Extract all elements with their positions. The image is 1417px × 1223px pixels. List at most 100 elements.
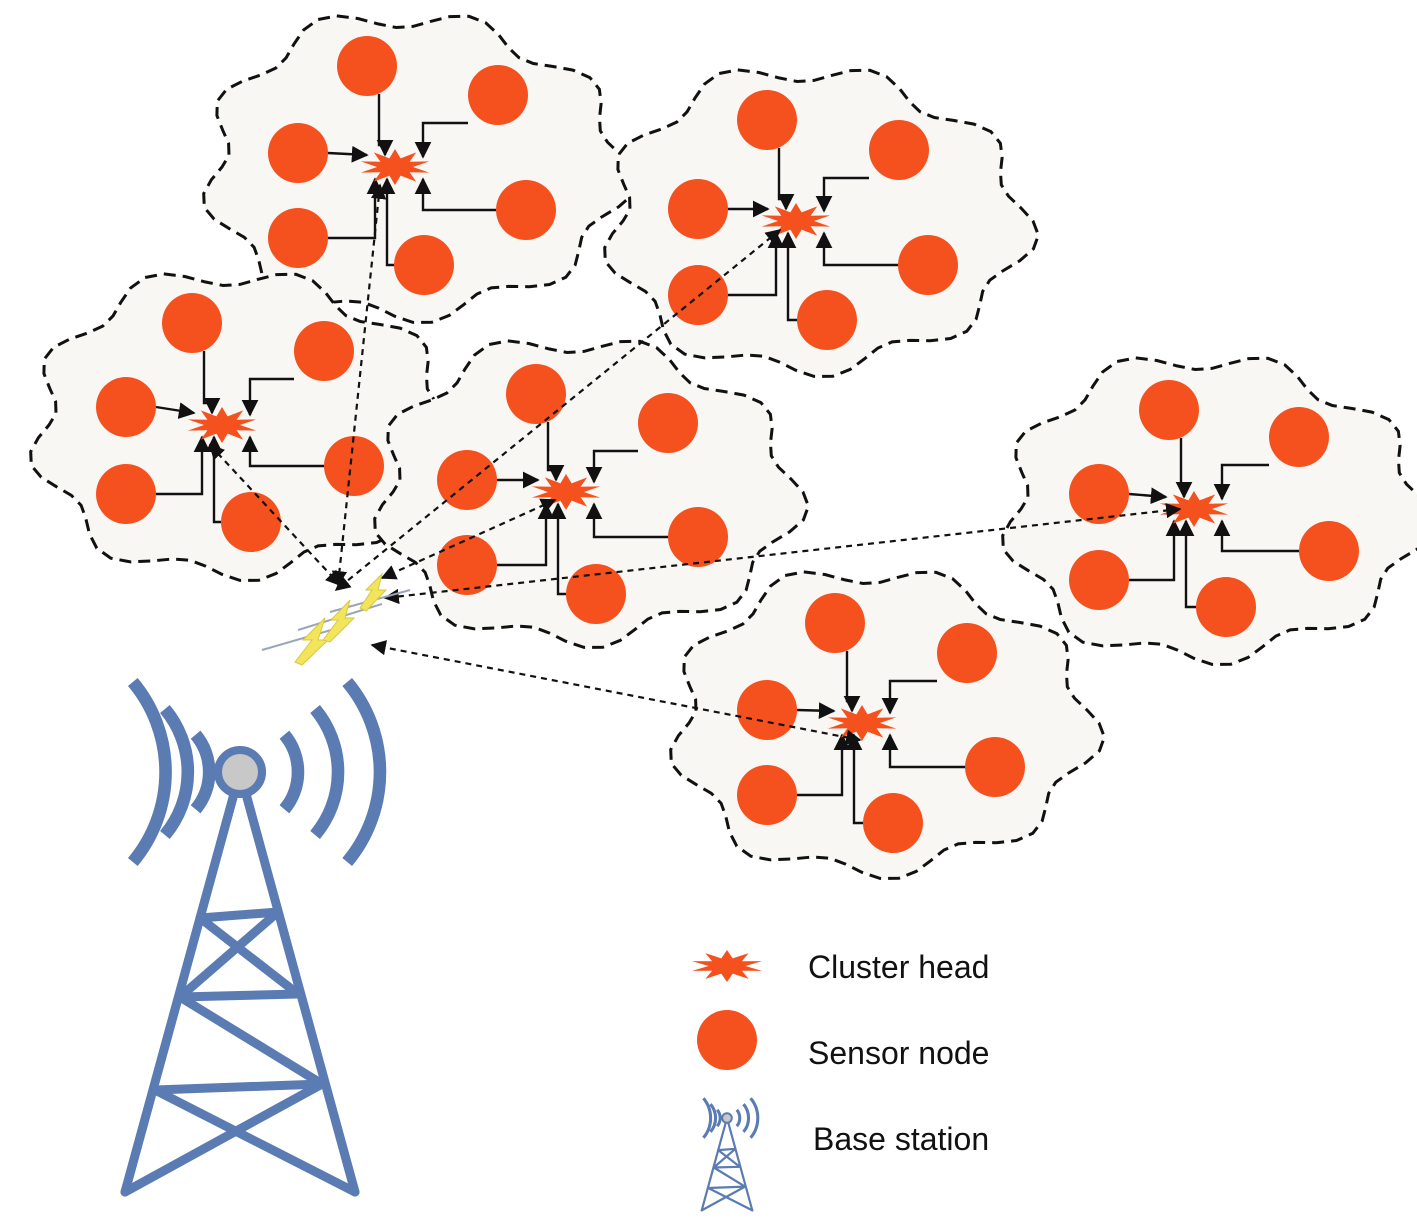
sensor-node (797, 290, 857, 350)
cluster-head (360, 149, 430, 185)
tower-leg (235, 767, 360, 1197)
signal-arc (749, 1097, 760, 1139)
sensor-node (337, 36, 397, 96)
legend-cluster-head-icon (692, 950, 762, 982)
member-link-arrow (1175, 438, 1193, 499)
sensor-node (506, 364, 566, 424)
lightning-icon (359, 572, 388, 612)
tower-strut (700, 1185, 747, 1212)
legend-sensor-node-label: Sensor node (808, 1035, 989, 1071)
sensor-node (394, 235, 454, 295)
sensor-node (737, 680, 797, 740)
member-link-arrow (1128, 487, 1168, 505)
tower-leg (725, 1116, 754, 1212)
tower-strut (175, 907, 283, 1002)
sensor-node (1299, 521, 1359, 581)
signal-arc (742, 1103, 751, 1133)
sensor-node (668, 179, 728, 239)
signal-arc (342, 677, 387, 867)
sensor-node (221, 492, 281, 552)
tower-strut (150, 1079, 327, 1095)
sensor-node (1269, 407, 1329, 467)
sensor-node (737, 765, 797, 825)
sensor-node (668, 265, 728, 325)
sensor-node (294, 321, 354, 381)
sensor-node (96, 377, 156, 437)
signal-arc (159, 704, 195, 840)
starburst-icon (692, 950, 762, 982)
cluster (373, 339, 811, 649)
sensor-node (268, 208, 328, 268)
sensor-node (805, 593, 865, 653)
member-link-arrow (881, 733, 965, 769)
sensor-node (965, 737, 1025, 797)
member-link-arrow (155, 402, 196, 419)
signal-arc (279, 730, 305, 814)
member-link-arrow (241, 377, 294, 417)
cluster (1001, 356, 1417, 666)
cluster-head (187, 407, 257, 443)
tower-strut (175, 989, 303, 1002)
uplink-arrow (208, 443, 342, 587)
signal-layer (261, 572, 411, 666)
antenna-top (721, 1112, 733, 1124)
sensor-node (496, 180, 556, 240)
legend-base-station-icon (700, 1097, 760, 1212)
tower-leg (700, 1116, 729, 1212)
sensor-node (1069, 550, 1129, 610)
tower-strut (717, 1148, 741, 1168)
tower-strut (707, 1185, 747, 1190)
signal-arc (190, 730, 216, 814)
member-link-arrow (797, 733, 851, 797)
cluster (669, 570, 1107, 880)
tower-strut (712, 1165, 741, 1169)
legend-cluster-head-label: Cluster head (808, 949, 989, 985)
sensor-node (1196, 577, 1256, 637)
sensor-node (737, 90, 797, 150)
antenna-top (213, 745, 267, 799)
tower-strut (195, 913, 303, 999)
cluster (202, 14, 640, 324)
tower-strut (195, 907, 283, 923)
tower-strut (175, 992, 327, 1089)
member-link-arrow (327, 145, 369, 163)
tower-strut (712, 1166, 747, 1188)
sensor-node (898, 235, 958, 295)
lightning-icon (294, 617, 330, 666)
member-link-arrow (881, 679, 937, 715)
member-link-arrow (1177, 519, 1196, 609)
member-link-arrow (376, 94, 394, 157)
member-link-arrow (815, 176, 869, 213)
signal-arc (310, 704, 345, 840)
member-link-arrow (1213, 463, 1269, 501)
cluster (603, 68, 1041, 378)
sensor-node (162, 293, 222, 353)
lightning-icon (322, 599, 356, 643)
sensor-node (863, 793, 923, 853)
member-link-arrow (779, 231, 797, 322)
member-link-arrow (815, 231, 898, 267)
signal-arc (127, 677, 172, 867)
member-link-arrow (202, 351, 221, 415)
sensor-node (869, 120, 929, 180)
signal-arc (735, 1108, 742, 1128)
tower-strut (717, 1147, 737, 1152)
legend-sensor-node-icon (697, 1010, 757, 1070)
sensor-node (937, 623, 997, 683)
base-station-tower (120, 677, 387, 1197)
member-link-arrow (1213, 519, 1299, 553)
legend-base-station-label: Base station (813, 1121, 989, 1157)
uplink-arrow (370, 640, 862, 745)
member-link-arrow (777, 148, 795, 211)
sensor-node (668, 507, 728, 567)
member-link-arrow (414, 121, 468, 159)
signal-arc (709, 1103, 718, 1133)
sensor-node (268, 123, 328, 183)
member-link-arrow (414, 177, 496, 212)
tower-strut (120, 1079, 327, 1197)
sensor-node (96, 464, 156, 524)
tower-strut (712, 1147, 737, 1169)
uplinks-layer (208, 183, 1182, 745)
member-link-arrow (156, 435, 211, 496)
signal-arc (702, 1097, 713, 1139)
